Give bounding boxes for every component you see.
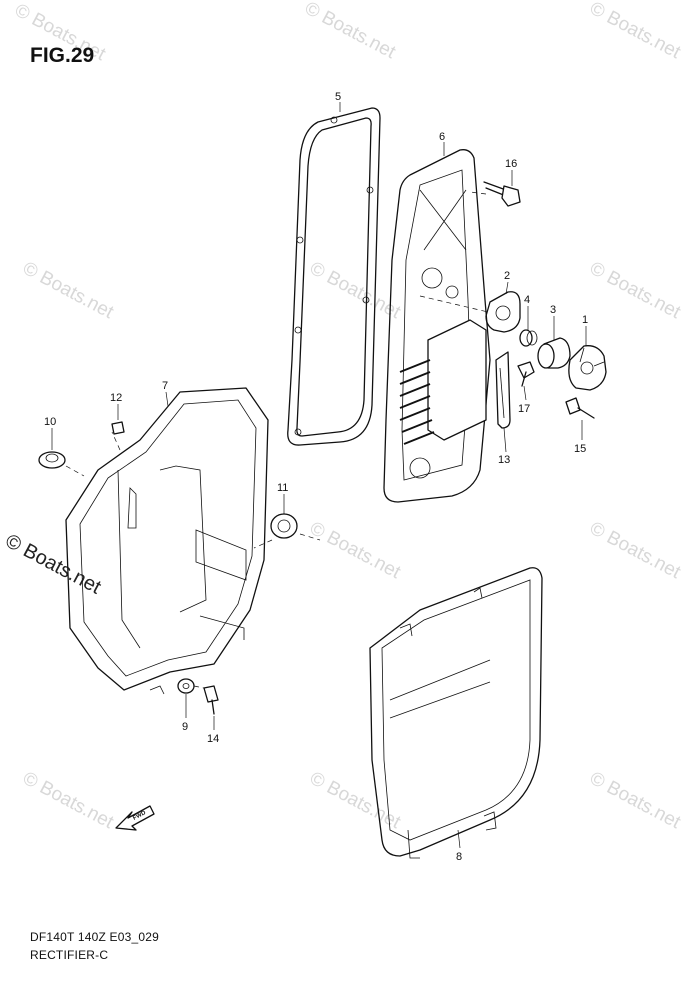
callout-5: 5 xyxy=(335,91,341,103)
figure-title: FIG.29 xyxy=(30,44,95,67)
callout-2: 2 xyxy=(504,270,510,282)
cover-frame-part-7 xyxy=(65,387,269,695)
callout-11: 11 xyxy=(277,482,288,494)
callout-12: 12 xyxy=(110,392,122,404)
grommet-part-4 xyxy=(519,329,538,347)
gasket-part-2 xyxy=(485,291,521,333)
rectifier-base-part-6 xyxy=(383,149,491,503)
callout-8: 8 xyxy=(456,851,462,863)
bolt-part-17 xyxy=(517,361,535,387)
strap-part-13 xyxy=(495,351,511,429)
callout-16: 16 xyxy=(505,158,517,170)
bolt-part-15 xyxy=(565,397,595,419)
callout-1: 1 xyxy=(582,314,588,326)
washer-part-9 xyxy=(177,678,195,694)
bolt-part-16 xyxy=(483,181,521,207)
callout-13: 13 xyxy=(498,454,510,466)
outer-cover-part-8 xyxy=(369,567,543,859)
gasket-part-5 xyxy=(287,107,381,446)
callout-10: 10 xyxy=(44,416,56,428)
leader-lines xyxy=(51,102,587,849)
model-code-caption: DF140T 140Z E03_029 xyxy=(30,930,159,944)
callout-17: 17 xyxy=(518,403,530,415)
cushion-part-12 xyxy=(111,421,125,435)
callout-6: 6 xyxy=(439,131,445,143)
bolt-part-14 xyxy=(203,685,219,715)
alignment-lines xyxy=(65,191,489,689)
callout-9: 9 xyxy=(182,721,188,733)
grommet-part-10 xyxy=(38,451,66,469)
callout-15: 15 xyxy=(574,443,586,455)
callout-14: 14 xyxy=(207,733,219,745)
callout-4: 4 xyxy=(524,294,530,306)
grommet-part-11 xyxy=(270,513,298,539)
callout-3: 3 xyxy=(550,304,556,316)
figure-name-caption: RECTIFIER-C xyxy=(30,948,109,962)
fwd-arrow-icon: FWD xyxy=(115,805,155,831)
callout-labels: 5 6 16 2 4 3 1 13 17 15 7 12 10 11 9 14 … xyxy=(44,91,588,863)
bracket-part-1 xyxy=(568,345,607,391)
callout-7: 7 xyxy=(162,380,168,392)
collar-part-3 xyxy=(537,337,571,369)
